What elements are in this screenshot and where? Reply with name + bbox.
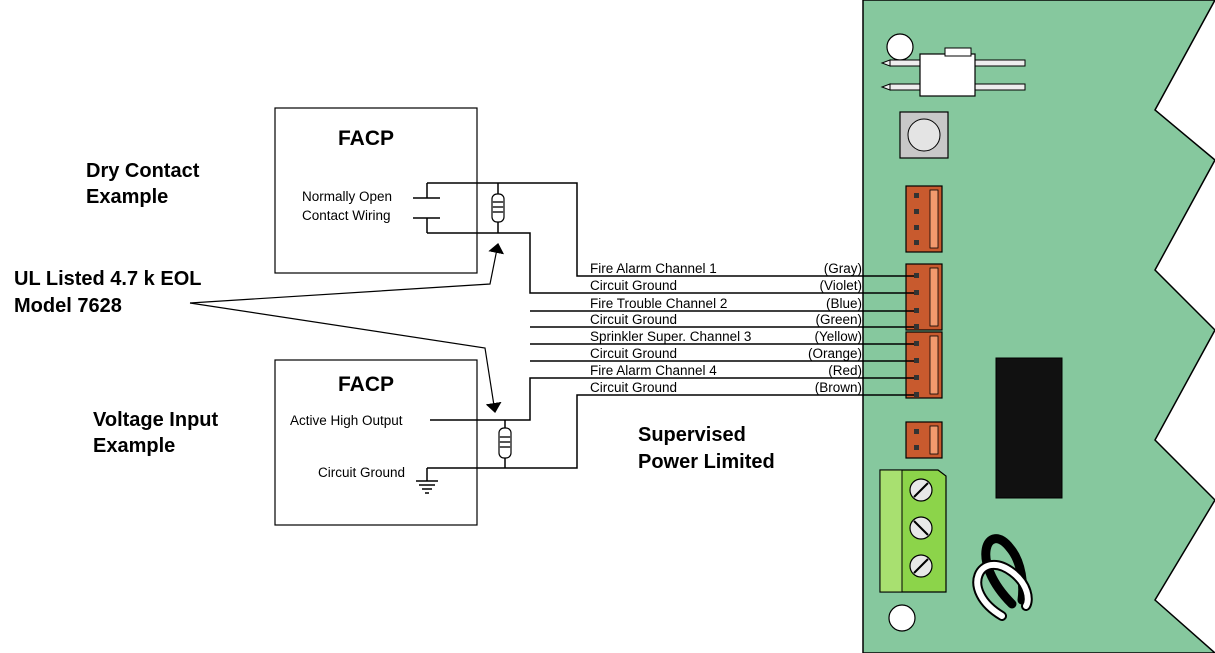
wire-label-color: (Orange) bbox=[808, 346, 862, 361]
resistor-top-icon bbox=[491, 193, 505, 223]
normally-open-contact-icon bbox=[413, 183, 440, 233]
eol-label-line2: Model 7628 bbox=[14, 295, 122, 317]
facp-bottom: FACP Active High Output Circuit Ground bbox=[274, 359, 478, 526]
connector-pins bbox=[914, 273, 919, 397]
jumper-pins bbox=[880, 47, 1026, 97]
terminal-block bbox=[879, 469, 947, 593]
wiring bbox=[427, 182, 918, 469]
connector-main-2 bbox=[905, 331, 943, 399]
wire-label-name: Sprinkler Super. Channel 3 bbox=[590, 329, 751, 344]
wire-label-color: (Green) bbox=[815, 312, 862, 327]
wire-label-color: (Gray) bbox=[824, 261, 862, 276]
voltage-label-line1: Voltage Input bbox=[93, 409, 219, 431]
wire-label-color: (Blue) bbox=[826, 296, 862, 311]
push-button bbox=[899, 111, 949, 159]
active-high-output-label: Active High Output bbox=[290, 413, 403, 428]
mounting-hole-bottom bbox=[888, 604, 916, 632]
voltage-label-line2: Example bbox=[93, 435, 175, 457]
wire-label-name: Circuit Ground bbox=[590, 312, 677, 327]
contact-label-line2: Contact Wiring bbox=[302, 208, 391, 223]
wire-label-color: (Brown) bbox=[815, 380, 862, 395]
wire-label-name: Fire Alarm Channel 4 bbox=[590, 363, 717, 378]
contact-label-line1: Normally Open bbox=[302, 189, 392, 204]
wire-label-color: (Violet) bbox=[819, 278, 862, 293]
mounting-hole-top bbox=[886, 33, 914, 61]
eol-pointer bbox=[189, 243, 505, 413]
wire-label-name: Fire Trouble Channel 2 bbox=[590, 296, 727, 311]
wire-label-name: Circuit Ground bbox=[590, 346, 677, 361]
wire-label-name: Circuit Ground bbox=[590, 278, 677, 293]
eol-label-line1: UL Listed 4.7 k EOL bbox=[14, 268, 201, 290]
circuit-board bbox=[862, 0, 1215, 653]
relay-block bbox=[995, 357, 1063, 499]
circuit-ground-label: Circuit Ground bbox=[318, 465, 405, 480]
supervised-label-line2: Power Limited bbox=[638, 451, 775, 473]
dry-contact-label-line1: Dry Contact bbox=[86, 160, 200, 182]
facp-top: FACP Normally Open Contact Wiring bbox=[274, 107, 478, 274]
wire-label-color: (Red) bbox=[828, 363, 862, 378]
wire-label-name: Circuit Ground bbox=[590, 380, 677, 395]
loop-wires bbox=[972, 534, 1033, 621]
wire-label-name: Fire Alarm Channel 1 bbox=[590, 261, 717, 276]
resistor-bottom-icon bbox=[498, 427, 512, 459]
ground-icon bbox=[416, 468, 438, 494]
facp-top-title: FACP bbox=[338, 127, 394, 150]
connector-top bbox=[905, 185, 943, 253]
wire-label-color: (Yellow) bbox=[814, 329, 862, 344]
wire-labels: Fire Alarm Channel 1 (Gray) Circuit Grou… bbox=[590, 261, 862, 395]
connector-main-1 bbox=[905, 263, 943, 331]
facp-bottom-title: FACP bbox=[338, 373, 394, 396]
supervised-label-line1: Supervised bbox=[638, 424, 746, 446]
connector-small bbox=[905, 421, 943, 459]
dry-contact-label-line2: Example bbox=[86, 186, 168, 208]
